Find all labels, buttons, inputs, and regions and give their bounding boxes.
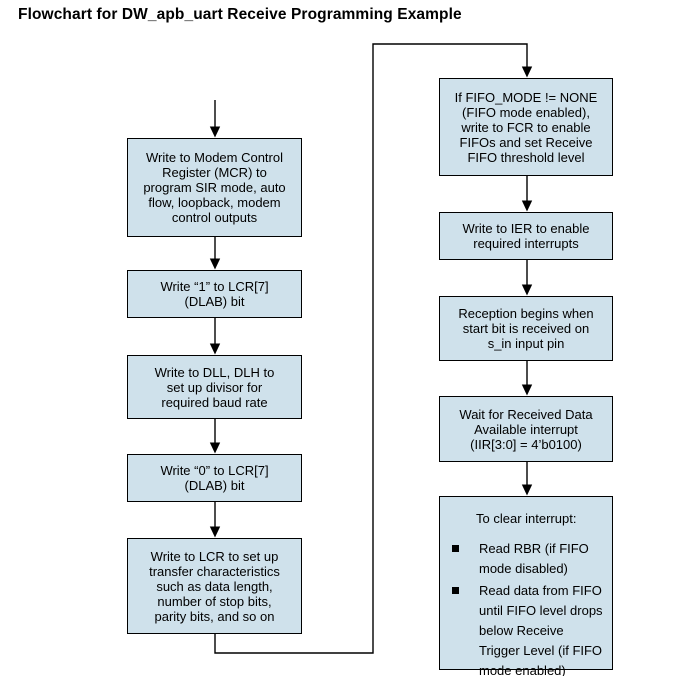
bullet-text: Read data from FIFO until FIFO level dro… bbox=[479, 583, 603, 676]
connector-lcr-to-fcr bbox=[214, 43, 533, 654]
square-bullet-icon bbox=[452, 587, 459, 594]
flow-box-text: Write to IER to enable required interrup… bbox=[462, 221, 590, 251]
flow-box-ier: Write to IER to enable required interrup… bbox=[439, 212, 613, 260]
flow-box-dlab-clear: Write “0” to LCR[7] (DLAB) bit bbox=[127, 454, 302, 502]
flow-box-dlab-set: Write “1” to LCR[7] (DLAB) bit bbox=[127, 270, 302, 318]
flow-box-text: Wait for Received Data Available interru… bbox=[459, 406, 593, 452]
flow-box-clear-interrupt: To clear interrupt: Read RBR (if FIFO mo… bbox=[439, 496, 613, 676]
list-item: Read RBR (if FIFO mode disabled) bbox=[450, 539, 604, 579]
flow-box-fcr-fifo: If FIFO_MODE != NONE (FIFO mode enabled)… bbox=[439, 78, 613, 176]
flow-box-text: If FIFO_MODE != NONE (FIFO mode enabled)… bbox=[454, 89, 598, 165]
flow-box-text: Write “1” to LCR[7] (DLAB) bit bbox=[160, 279, 269, 309]
list-item: Read data from FIFO until FIFO level dro… bbox=[450, 581, 604, 676]
flow-box-reception: Reception begins when start bit is recei… bbox=[439, 296, 613, 361]
flow-box-text: Write to Modem Control Register (MCR) to… bbox=[143, 150, 286, 225]
page-title: Flowchart for DW_apb_uart Receive Progra… bbox=[18, 6, 462, 23]
flow-box-text: Reception begins when start bit is recei… bbox=[458, 306, 594, 351]
bullet-text: Read RBR (if FIFO mode disabled) bbox=[479, 541, 589, 576]
flow-box-text: Write to DLL, DLH to set up divisor for … bbox=[154, 364, 275, 410]
flow-box-dll-dlh: Write to DLL, DLH to set up divisor for … bbox=[127, 355, 302, 419]
flow-box-mcr: Write to Modem Control Register (MCR) to… bbox=[127, 138, 302, 237]
flow-box-lcr-transfer: Write to LCR to set up transfer characte… bbox=[127, 538, 302, 634]
flow-box-text: Write to LCR to set up transfer characte… bbox=[149, 548, 280, 624]
flow-box-wait-interrupt: Wait for Received Data Available interru… bbox=[439, 396, 613, 462]
square-bullet-icon bbox=[452, 545, 459, 552]
clear-interrupt-heading: To clear interrupt: bbox=[476, 511, 577, 526]
flow-box-text: Write “0” to LCR[7] (DLAB) bit bbox=[160, 463, 269, 493]
